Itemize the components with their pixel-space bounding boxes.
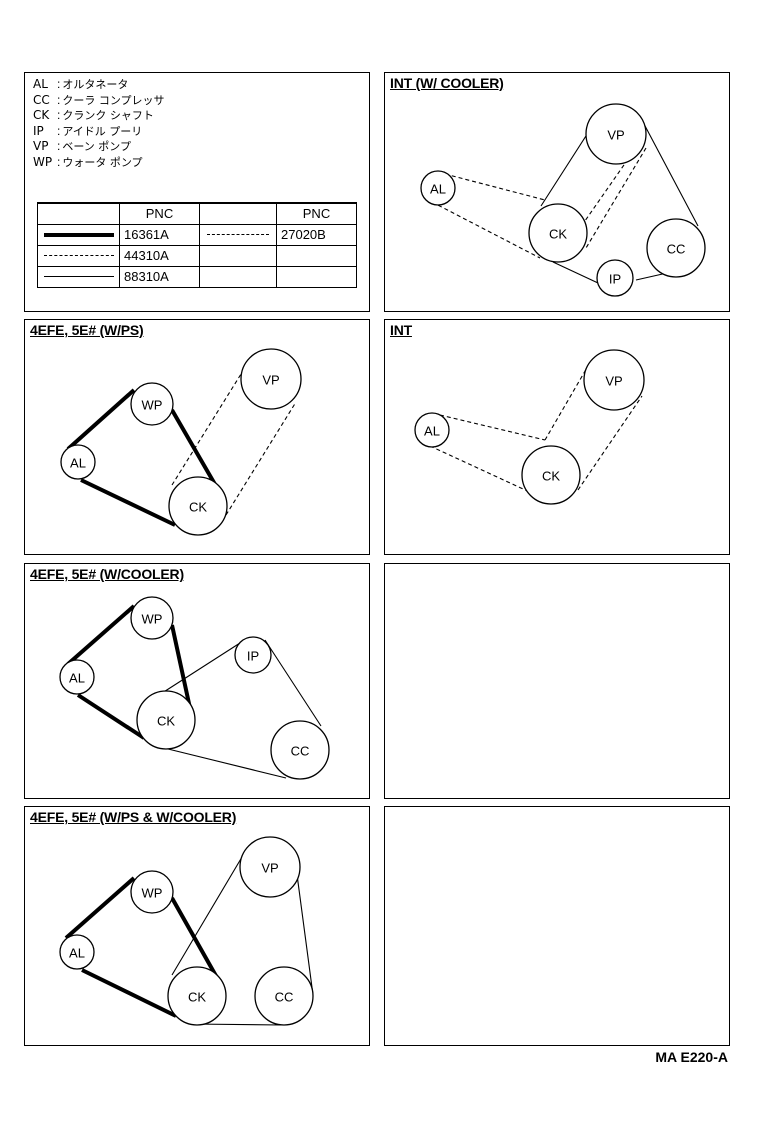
- pulley-label: AL: [69, 671, 85, 686]
- pnc-table-row: 88310A: [37, 265, 357, 288]
- legend-item: WP:ウォータ ポンプ: [33, 154, 143, 169]
- pnc-table: PNC PNC 16361A 27020B 44310A 88310A: [37, 202, 357, 288]
- pnc-value: 27020B: [276, 223, 357, 246]
- pulley-label: AL: [424, 424, 440, 439]
- pulley-label: VP: [262, 373, 279, 388]
- pulley-CC: [254, 966, 314, 1026]
- pulley-AL: [59, 934, 95, 970]
- pulley-label: CK: [549, 227, 567, 242]
- pulley-label: CK: [188, 990, 206, 1005]
- pulley-label: WP: [142, 612, 163, 627]
- pulley-VP: [240, 348, 302, 410]
- pulley-label: AL: [69, 946, 85, 961]
- pulley-AL: [60, 444, 96, 480]
- pulley-label: WP: [142, 886, 163, 901]
- pulley-VP: [585, 103, 647, 165]
- pnc-value: 16361A: [119, 223, 200, 246]
- legend-panel: AL:オルタネータ CC:クーラ コンプレッサ CK:クランク シャフト IP:…: [24, 72, 370, 312]
- pulley-label: CC: [275, 990, 294, 1005]
- pulley-CK: [167, 966, 227, 1026]
- legend-item: CC:クーラ コンプレッサ: [33, 92, 165, 107]
- legend-list: AL:オルタネータ CC:クーラ コンプレッサ CK:クランク シャフト IP:…: [33, 77, 165, 170]
- pulley-label: IP: [609, 272, 621, 287]
- pulley-AL: [420, 170, 456, 206]
- pulley-label: CC: [667, 242, 686, 257]
- pulley-label: AL: [430, 182, 446, 197]
- legend-item: CK:クランク シャフト: [33, 108, 154, 122]
- diagram-code: MA E220-A: [655, 1049, 728, 1065]
- pulley-CK: [136, 690, 196, 750]
- belt-dashed: [429, 414, 546, 496]
- pulley-AL: [59, 659, 95, 695]
- pulley-label: CK: [189, 500, 207, 515]
- pnc-value: 88310A: [119, 265, 200, 288]
- belt-dashed: [431, 173, 546, 259]
- pulley-label: WP: [142, 398, 163, 413]
- pulley-VP: [239, 836, 301, 898]
- diagram-4efe-ps-cooler: WP AL CK VP CC: [59, 836, 314, 1026]
- legend-item: IP:アイドル プーリ: [33, 123, 143, 138]
- diagram-int-cooler: AL VP CK CC IP: [420, 103, 706, 297]
- diagram-int: AL VP CK: [414, 349, 645, 505]
- pulley-label: AL: [70, 456, 86, 471]
- pulley-WP: [130, 596, 174, 640]
- pulley-AL: [414, 412, 450, 448]
- panel-title: INT (W/ COOLER): [390, 75, 504, 91]
- pulley-CK: [528, 203, 588, 263]
- pulley-VP: [583, 349, 645, 411]
- pulley-CC: [646, 218, 706, 278]
- belt-solid: [540, 123, 699, 284]
- panel-title: 4EFE, 5E# (W/COOLER): [30, 566, 184, 582]
- pulley-CC: [270, 720, 330, 780]
- panel-empty: [384, 806, 730, 1046]
- pulley-WP: [130, 870, 174, 914]
- pulley-CK: [168, 476, 228, 536]
- pulley-CK: [521, 445, 581, 505]
- pulley-label: VP: [607, 128, 624, 143]
- panel-title: 4EFE, 5E# (W/PS): [30, 322, 144, 338]
- belt-thick: [64, 876, 222, 1018]
- panel-title: 4EFE, 5E# (W/PS & W/COOLER): [30, 809, 237, 825]
- solid-line-swatch: [43, 276, 114, 277]
- pulley-label: CK: [542, 469, 560, 484]
- pulley-label: VP: [261, 861, 278, 876]
- belt-dashed: [544, 365, 643, 491]
- pnc-table-row: 16361A 27020B: [37, 223, 357, 246]
- pulley-label: CC: [291, 744, 310, 759]
- pulley-IP: [234, 636, 272, 674]
- legend-item: AL:オルタネータ: [33, 77, 129, 91]
- pulley-label: CK: [157, 714, 175, 729]
- belt-dashed: [171, 365, 297, 516]
- panel-empty: [384, 563, 730, 799]
- diagram-4efe-ps: WP AL CK VP: [60, 348, 302, 536]
- diagram-4efe-cooler: WP AL CK IP CC: [59, 596, 330, 780]
- panel-title: INT: [390, 322, 412, 338]
- pulley-label: VP: [605, 374, 622, 389]
- dashed-line-swatch: [43, 255, 114, 256]
- pulley-WP: [130, 382, 174, 426]
- belt-thick: [66, 388, 222, 527]
- dash-dot-line-swatch: [207, 234, 269, 235]
- pulley-label: IP: [247, 649, 259, 664]
- pulley-IP: [596, 259, 634, 297]
- thick-line-swatch: [43, 232, 114, 237]
- legend-item: VP:ベーン ポンプ: [33, 139, 131, 153]
